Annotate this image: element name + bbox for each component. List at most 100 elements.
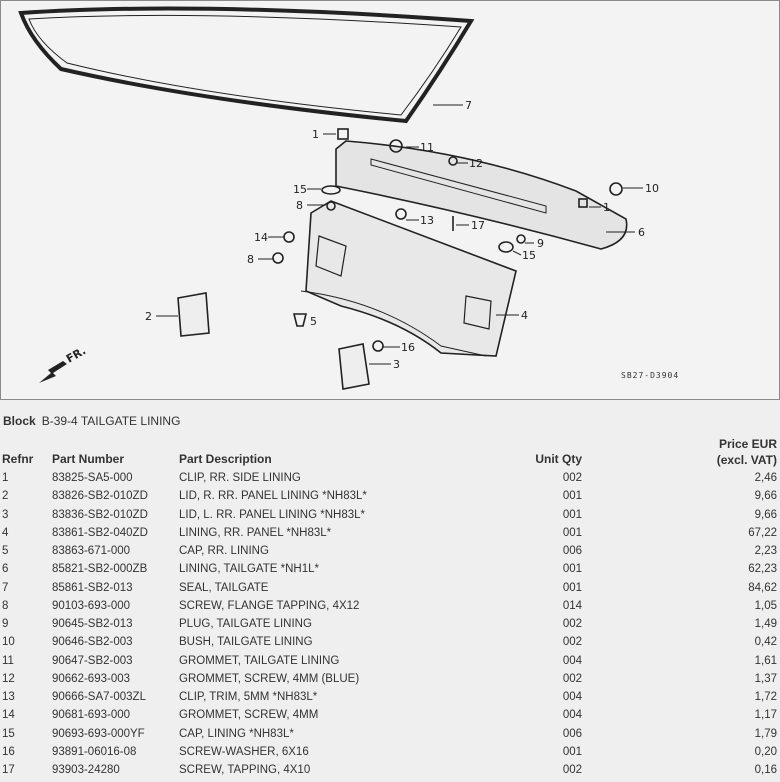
unit-qty-cell: 001 bbox=[562, 526, 582, 539]
unit-qty-cell: 001 bbox=[562, 490, 582, 503]
parts-diagram: 1 11 12 7 15 8 13 17 10 1 6 9 15 14 8 2 … bbox=[0, 0, 780, 400]
callout-3: 3 bbox=[393, 358, 400, 371]
callout-11: 11 bbox=[420, 141, 434, 154]
part-number-cell: 93891-06016-08 bbox=[52, 745, 137, 758]
callout-9: 9 bbox=[537, 237, 544, 250]
unit-qty-cell: 002 bbox=[562, 636, 582, 649]
part-number-cell: 90103-693-000 bbox=[52, 599, 131, 612]
part-number-cell: 90681-693-000 bbox=[52, 709, 131, 722]
unit-qty-cell: 004 bbox=[562, 654, 582, 667]
price-cell: 2,23 bbox=[754, 545, 777, 557]
refnr-cell: 17 bbox=[2, 764, 15, 776]
unit-qty-cell: 004 bbox=[562, 709, 582, 722]
price-cell: 84,62 bbox=[748, 581, 777, 594]
callout-13: 13 bbox=[420, 214, 434, 227]
description-cell: PLUG, TAILGATE LINING bbox=[179, 618, 312, 630]
unit-qty-cell: 002 bbox=[562, 764, 582, 776]
part-number-cell: 85821-SB2-000ZB bbox=[52, 563, 148, 576]
unit-qty-cell: 001 bbox=[562, 508, 582, 521]
price-cell: 1,61 bbox=[754, 654, 777, 667]
rear-panel-lining-part bbox=[305, 200, 517, 357]
price-cell: 1,05 bbox=[754, 599, 777, 612]
description-cell: CLIP, TRIM, 5MM *NH83L* bbox=[179, 691, 318, 703]
part-number-cell: 83836-SB2-010ZD bbox=[52, 508, 148, 521]
front-label: FR. bbox=[64, 344, 88, 365]
part-number-cell: 93903-24280 bbox=[52, 764, 120, 776]
callout-4: 4 bbox=[521, 309, 528, 322]
header-refnr: Refnr bbox=[2, 452, 34, 466]
description-cell: LID, R. RR. PANEL LINING *NH83L* bbox=[179, 490, 367, 503]
description-cell: CLIP, RR. SIDE LINING bbox=[179, 472, 301, 484]
refnr-cell: 4 bbox=[2, 526, 9, 539]
callout-15: 15 bbox=[293, 183, 307, 196]
callout-8b: 8 bbox=[247, 253, 254, 266]
price-cell: 0,16 bbox=[754, 764, 777, 776]
seal-tailgate-part bbox=[18, 6, 475, 124]
part-number-cell: 90647-SB2-003 bbox=[52, 654, 133, 667]
price-header-line1: Price EUR bbox=[718, 437, 777, 451]
price-cell: 9,66 bbox=[754, 490, 777, 503]
description-cell: LID, L. RR. PANEL LINING *NH83L* bbox=[179, 508, 365, 521]
price-cell: 62,23 bbox=[748, 563, 777, 576]
unit-qty-cell: 001 bbox=[562, 745, 582, 758]
price-cell: 67,22 bbox=[748, 526, 777, 539]
refnr-cell: 9 bbox=[2, 618, 9, 630]
lid-l-part bbox=[338, 343, 370, 390]
callout-5: 5 bbox=[310, 315, 317, 328]
refnr-cell: 8 bbox=[2, 599, 9, 612]
description-cell: CAP, RR. LINING bbox=[179, 545, 269, 557]
part-number-cell: 90646-SB2-003 bbox=[52, 636, 133, 649]
callout-2: 2 bbox=[145, 310, 152, 323]
callout-14: 14 bbox=[254, 231, 268, 244]
price-cell: 2,46 bbox=[754, 472, 777, 484]
price-cell: 1,79 bbox=[754, 727, 777, 740]
part-number-cell: 83825-SA5-000 bbox=[52, 472, 133, 484]
price-cell: 1,72 bbox=[754, 691, 777, 703]
description-cell: BUSH, TAILGATE LINING bbox=[179, 636, 313, 649]
block-value: B-39-4 TAILGATE LINING bbox=[41, 414, 181, 428]
front-arrow-icon: FR. bbox=[39, 344, 88, 383]
callout-10: 10 bbox=[645, 182, 659, 195]
price-cell: 9,66 bbox=[754, 508, 777, 521]
part-number-cell: 83863-671-000 bbox=[52, 545, 131, 557]
description-cell: SCREW-WASHER, 6X16 bbox=[179, 745, 309, 758]
block-label: Block bbox=[3, 414, 36, 428]
refnr-cell: 10 bbox=[2, 636, 15, 649]
header-unit-qty: Unit Qty bbox=[535, 452, 582, 466]
lid-r-part bbox=[177, 292, 210, 337]
description-cell: SCREW, FLANGE TAPPING, 4X12 bbox=[179, 599, 360, 612]
callout-7: 7 bbox=[465, 99, 472, 112]
diagram-code: SB27-D3904 bbox=[621, 371, 679, 380]
callout-17: 17 bbox=[471, 219, 485, 232]
part-number-cell: 83861-SB2-040ZD bbox=[52, 526, 148, 539]
description-cell: GROMMET, TAILGATE LINING bbox=[179, 654, 340, 667]
unit-qty-cell: 004 bbox=[562, 691, 582, 703]
description-cell: LINING, TAILGATE *NH1L* bbox=[179, 563, 319, 576]
price-header: Price EUR (excl. VAT) bbox=[717, 436, 777, 468]
header-part-number: Part Number bbox=[52, 452, 125, 466]
description-cell: CAP, LINING *NH83L* bbox=[179, 727, 294, 740]
refnr-cell: 16 bbox=[2, 745, 15, 758]
table-row: 8 90103-693-000 SCREW, FLANGE TAPPING, 4X1… bbox=[0, 600, 780, 618]
refnr-cell: 13 bbox=[2, 691, 15, 703]
unit-qty-cell: 006 bbox=[562, 727, 582, 740]
block-title: Block B-39-4 TAILGATE LINING bbox=[3, 414, 180, 428]
part-number-cell: 83826-SB2-010ZD bbox=[52, 490, 148, 503]
part-number-cell: 90645-SB2-013 bbox=[52, 618, 133, 630]
description-cell: GROMMET, SCREW, 4MM (BLUE) bbox=[179, 672, 360, 685]
callout-6: 6 bbox=[638, 226, 645, 239]
refnr-cell: 7 bbox=[2, 581, 9, 594]
callout-12: 12 bbox=[469, 157, 483, 170]
callout-1: 1 bbox=[312, 128, 319, 141]
